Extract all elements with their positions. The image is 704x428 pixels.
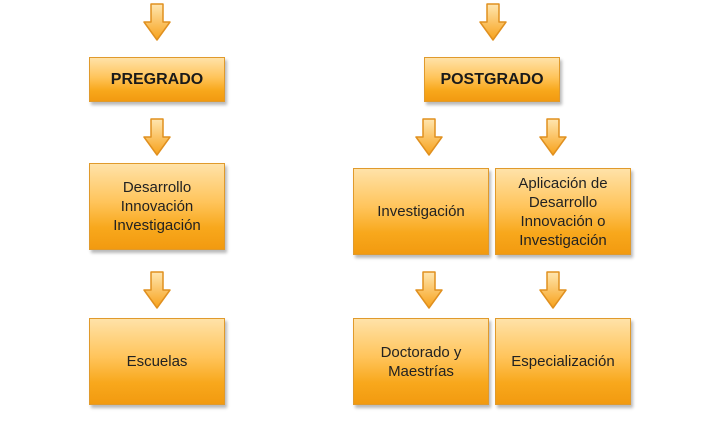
down-arrow-icon bbox=[143, 118, 171, 156]
down-arrow-icon bbox=[539, 271, 567, 309]
especializacion-label: Especialización bbox=[511, 353, 615, 370]
investigacion-box: Investigación bbox=[353, 168, 489, 255]
down-arrow-icon bbox=[479, 3, 507, 41]
postgrado-title: POSTGRADO bbox=[440, 71, 544, 88]
down-arrow-icon bbox=[143, 3, 171, 41]
aplicacion-label: Aplicación de Desarrollo Innovación o In… bbox=[518, 174, 608, 249]
pregrado-title: PREGRADO bbox=[110, 71, 204, 88]
postgrado-box: POSTGRADO bbox=[424, 57, 560, 102]
down-arrow-icon bbox=[415, 118, 443, 156]
doctorado-maestrias-box: Doctorado y Maestrías bbox=[353, 318, 489, 405]
down-arrow-icon bbox=[143, 271, 171, 309]
aplicacion-box: Aplicación de Desarrollo Innovación o In… bbox=[495, 168, 631, 255]
down-arrow-icon bbox=[415, 271, 443, 309]
investigacion-label: Investigación bbox=[377, 203, 465, 220]
escuelas-label: Escuelas bbox=[126, 353, 188, 370]
escuelas-box: Escuelas bbox=[89, 318, 225, 405]
pregrado-focus-box: Desarrollo Innovación Investigación bbox=[89, 163, 225, 250]
pregrado-box: PREGRADO bbox=[89, 57, 225, 102]
especializacion-box: Especialización bbox=[495, 318, 631, 405]
doctorado-maestrias-label: Doctorado y Maestrías bbox=[380, 343, 462, 380]
down-arrow-icon bbox=[539, 118, 567, 156]
pregrado-focus-label: Desarrollo Innovación Investigación bbox=[113, 179, 201, 234]
